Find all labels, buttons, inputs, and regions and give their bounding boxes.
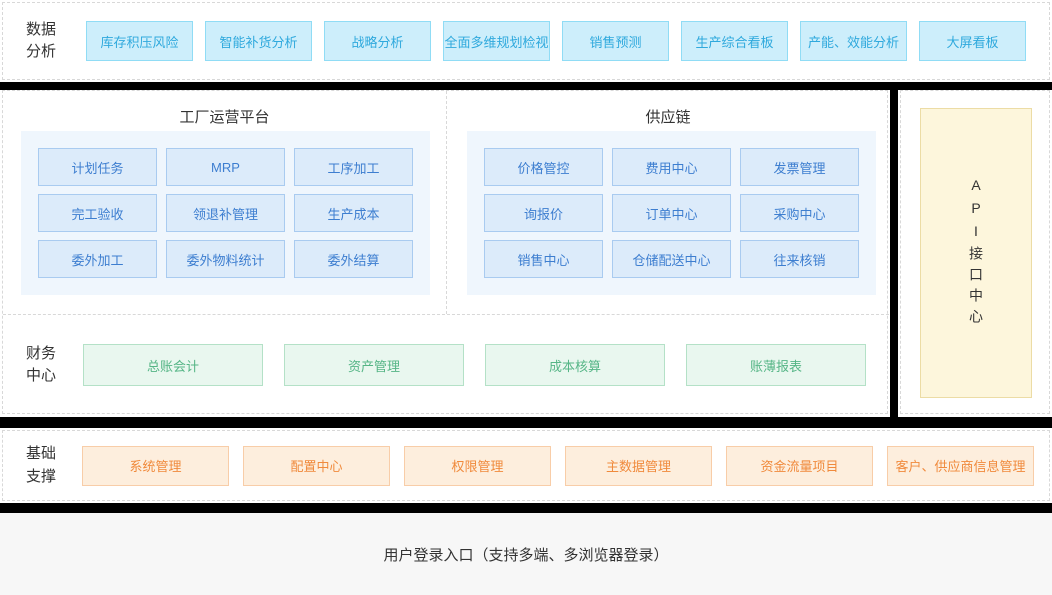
module-strategy-analysis[interactable]: 战略分析 (324, 21, 431, 61)
frame-bar-middle (0, 417, 1052, 428)
supply-grid: 价格管控 费用中心 发票管理 询报价 订单中心 采购中心 销售中心 仓储配送中心… (484, 148, 876, 278)
section-finance-center: 财务中心 总账会计 资产管理 成本核算 账薄报表 (3, 315, 889, 415)
login-entry-text: 用户登录入口（支持多端、多浏览器登录） (383, 546, 669, 564)
module-capacity-analysis[interactable]: 产能、效能分析 (800, 21, 907, 61)
column-supply-chain: 供应链 价格管控 费用中心 发票管理 询报价 订单中心 采购中心 销售中心 仓储… (447, 91, 889, 314)
module-master-data[interactable]: 主数据管理 (565, 445, 712, 486)
module-rfq[interactable]: 询报价 (484, 194, 603, 232)
finance-buttons: 总账会计 资产管理 成本核算 账薄报表 (83, 344, 866, 386)
section-label-finance: 财务中心 (26, 344, 57, 385)
section-label-base-support: 基础支撑 (26, 445, 57, 485)
module-cashflow-items[interactable]: 资金流量项目 (726, 445, 873, 486)
module-general-ledger[interactable]: 总账会计 (83, 344, 263, 386)
factory-platform-title: 工厂运营平台 (179, 109, 270, 126)
module-process-machining[interactable]: 工序加工 (294, 148, 413, 186)
module-sales-forecast[interactable]: 销售预测 (562, 21, 669, 61)
module-price-control[interactable]: 价格管控 (484, 148, 603, 186)
module-invoice-management[interactable]: 发票管理 (740, 148, 859, 186)
module-reconciliation[interactable]: 往来核销 (740, 240, 859, 278)
module-production-dashboard[interactable]: 生产综合看板 (681, 21, 788, 61)
module-plan-task[interactable]: 计划任务 (38, 148, 157, 186)
module-permission-management[interactable]: 权限管理 (404, 445, 551, 486)
module-order-center[interactable]: 订单中心 (612, 194, 731, 232)
section-data-analysis: 数据分析 库存积压风险 智能补货分析 战略分析 全面多维规划检视 销售预测 生产… (2, 2, 1050, 80)
module-warehouse-distribution[interactable]: 仓储配送中心 (612, 240, 731, 278)
section-api-center: API接口中心 (900, 90, 1050, 414)
data-analysis-buttons: 库存积压风险 智能补货分析 战略分析 全面多维规划检视 销售预测 生产综合看板 … (86, 21, 1026, 61)
module-customer-supplier-info[interactable]: 客户、供应商信息管理 (887, 445, 1034, 486)
column-factory-platform: 工厂运营平台 计划任务 MRP 工序加工 完工验收 领退补管理 生产成本 委外加… (3, 91, 447, 314)
module-procurement-center[interactable]: 采购中心 (740, 194, 859, 232)
module-production-cost[interactable]: 生产成本 (294, 194, 413, 232)
factory-panel: 计划任务 MRP 工序加工 完工验收 领退补管理 生产成本 委外加工 委外物料统… (21, 131, 430, 295)
frame-bar-vertical (890, 82, 898, 428)
supply-chain-title: 供应链 (645, 109, 691, 126)
module-multidim-planning[interactable]: 全面多维规划检视 (443, 21, 550, 61)
module-inventory-risk[interactable]: 库存积压风险 (86, 21, 193, 61)
module-asset-management[interactable]: 资产管理 (284, 344, 464, 386)
module-expense-center[interactable]: 费用中心 (612, 148, 731, 186)
frame-bar-bottom (0, 503, 1052, 513)
module-smart-replenishment[interactable]: 智能补货分析 (205, 21, 312, 61)
section-core-platform: 工厂运营平台 计划任务 MRP 工序加工 完工验收 领退补管理 生产成本 委外加… (2, 90, 889, 415)
base-support-buttons: 系统管理 配置中心 权限管理 主数据管理 资金流量项目 客户、供应商信息管理 (82, 445, 1034, 486)
api-center-label: API接口中心 (968, 176, 984, 330)
module-ledger-reports[interactable]: 账薄报表 (686, 344, 866, 386)
section-base-support: 基础支撑 系统管理 配置中心 权限管理 主数据管理 资金流量项目 客户、供应商信… (2, 430, 1050, 501)
api-center-panel[interactable]: API接口中心 (920, 108, 1032, 398)
module-outsourcing-material-stats[interactable]: 委外物料统计 (166, 240, 285, 278)
section-label-data-analysis: 数据分析 (26, 20, 57, 61)
module-completion-acceptance[interactable]: 完工验收 (38, 194, 157, 232)
module-material-requisition[interactable]: 领退补管理 (166, 194, 285, 232)
module-cost-accounting[interactable]: 成本核算 (485, 344, 665, 386)
login-entry-bar: 用户登录入口（支持多端、多浏览器登录） (0, 513, 1052, 595)
module-mrp[interactable]: MRP (166, 148, 285, 186)
module-system-management[interactable]: 系统管理 (82, 445, 229, 486)
module-config-center[interactable]: 配置中心 (243, 445, 390, 486)
supply-panel: 价格管控 费用中心 发票管理 询报价 订单中心 采购中心 销售中心 仓储配送中心… (467, 131, 876, 295)
module-outsourcing-process[interactable]: 委外加工 (38, 240, 157, 278)
finance-divider (3, 314, 889, 315)
frame-bar-top (0, 82, 1052, 90)
module-outsourcing-settlement[interactable]: 委外结算 (294, 240, 413, 278)
module-big-screen[interactable]: 大屏看板 (919, 21, 1026, 61)
factory-grid: 计划任务 MRP 工序加工 完工验收 领退补管理 生产成本 委外加工 委外物料统… (38, 148, 430, 278)
module-sales-center[interactable]: 销售中心 (484, 240, 603, 278)
